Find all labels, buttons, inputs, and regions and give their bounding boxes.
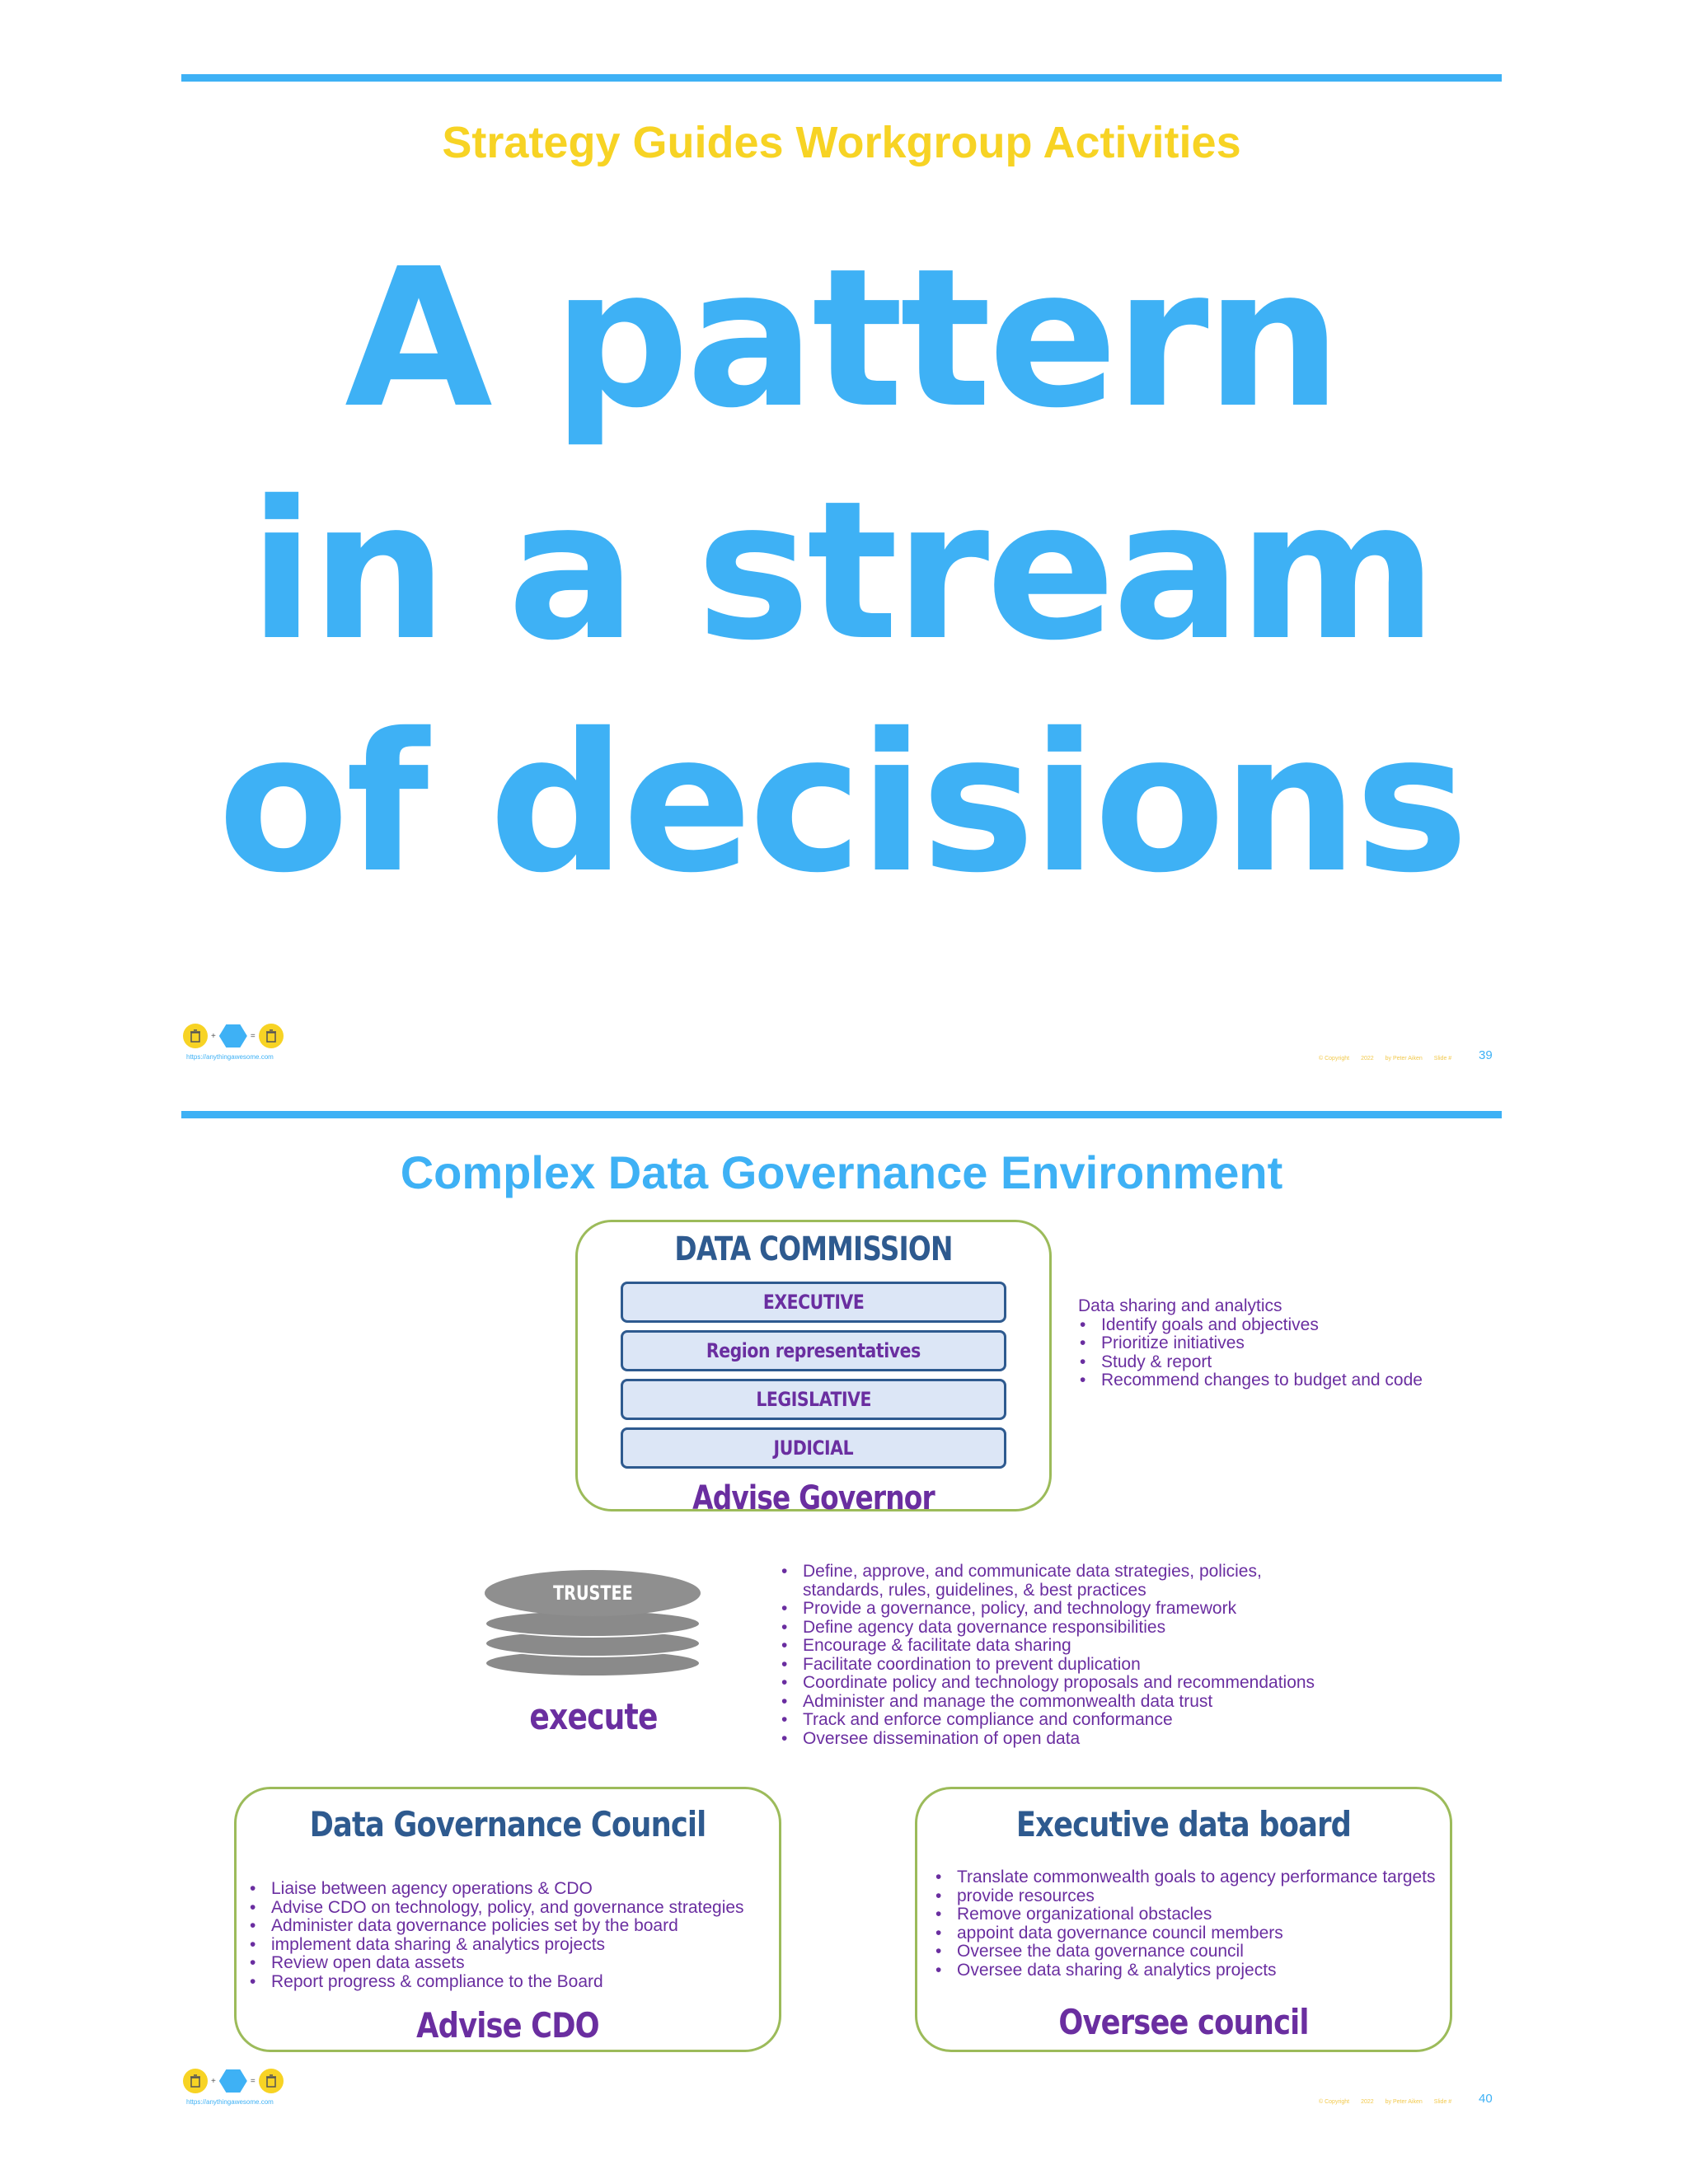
slide2-page-number: 40 bbox=[1479, 2092, 1493, 2106]
board-list: Translate commonwealth goals to agency p… bbox=[934, 1868, 1453, 1980]
copyright-author: by Peter Aiken bbox=[1385, 1056, 1423, 1062]
database-top: TRUSTEE bbox=[485, 1570, 701, 1616]
trash-can-icon bbox=[183, 2069, 208, 2093]
branch-legislative: LEGISLATIVE bbox=[621, 1379, 1006, 1420]
list-item: provide resources bbox=[934, 1886, 1453, 1906]
list-item: Track and enforce compliance and conform… bbox=[780, 1710, 1357, 1730]
commission-notes-heading: Data sharing and analytics bbox=[1078, 1296, 1282, 1315]
execute-label: execute bbox=[529, 1696, 658, 1738]
advise-cdo-label: Advise CDO bbox=[416, 2005, 599, 2046]
list-item: Oversee dissemination of open data bbox=[780, 1729, 1357, 1749]
council-title: Data Governance Council bbox=[309, 1804, 707, 1844]
trash-can-icon bbox=[258, 1024, 284, 1048]
branch-label: Region representatives bbox=[706, 1339, 921, 1362]
copyright-year: 2022 bbox=[1361, 1056, 1374, 1062]
list-item: Oversee data sharing & analytics project… bbox=[934, 1961, 1453, 1980]
list-item: Prioritize initiatives bbox=[1078, 1333, 1507, 1353]
equals-icon: = bbox=[250, 2076, 256, 2086]
copyright-text: © Copyright bbox=[1319, 2099, 1350, 2105]
headline-line-1: A pattern bbox=[345, 227, 1342, 450]
branch-region-representatives: Region representatives bbox=[621, 1330, 1006, 1371]
slide1-page-number: 39 bbox=[1479, 1048, 1493, 1062]
slide1-headline: A pattern in a stream of decisions bbox=[181, 223, 1502, 920]
hexagon-icon bbox=[218, 2069, 247, 2093]
trustee-database-icon: TRUSTEE bbox=[485, 1570, 701, 1679]
commission-notes-list: Identify goals and objectives Prioritize… bbox=[1078, 1315, 1507, 1390]
slide2-footer-copyright: © Copyright 2022 by Peter Aiken Slide # bbox=[1319, 2099, 1451, 2105]
list-item: Translate commonwealth goals to agency p… bbox=[934, 1868, 1453, 1887]
copyright-year: 2022 bbox=[1361, 2099, 1374, 2105]
hexagon-icon bbox=[218, 1024, 247, 1047]
executive-data-board-panel: Executive data board Translate commonwea… bbox=[915, 1787, 1452, 2052]
copyright-text: © Copyright bbox=[1319, 1056, 1350, 1062]
slide-label: Slide # bbox=[1433, 1056, 1452, 1062]
list-item: Study & report bbox=[1078, 1352, 1507, 1372]
list-item: Facilitate coordination to prevent dupli… bbox=[780, 1655, 1357, 1675]
slide-label: Slide # bbox=[1433, 2099, 1452, 2105]
list-item: Define agency data governance responsibi… bbox=[780, 1618, 1357, 1638]
list-item: Advise CDO on technology, policy, and go… bbox=[248, 1898, 776, 1918]
slide2-top-rule bbox=[181, 1111, 1502, 1118]
list-item: Oversee the data governance council bbox=[934, 1942, 1453, 1961]
commission-notes: Data sharing and analytics Identify goal… bbox=[1078, 1296, 1507, 1390]
plus-icon: + bbox=[211, 2076, 216, 2086]
list-item: Encourage & facilitate data sharing bbox=[780, 1636, 1357, 1656]
data-commission-panel: DATA COMMISSION EXECUTIVE Region represe… bbox=[575, 1220, 1052, 1517]
board-title: Executive data board bbox=[1015, 1804, 1352, 1844]
slide1-footer-logo: + = bbox=[183, 1022, 284, 1050]
board-list-block: Translate commonwealth goals to agency p… bbox=[934, 1868, 1453, 1980]
plus-icon: + bbox=[211, 1031, 216, 1041]
branch-label: EXECUTIVE bbox=[762, 1291, 865, 1314]
slide1-footer-url[interactable]: https://anythingawesome.com bbox=[186, 1053, 274, 1061]
list-item: Administer data governance policies set … bbox=[248, 1916, 776, 1936]
slide1-footer-copyright: © Copyright 2022 by Peter Aiken Slide # bbox=[1319, 1056, 1451, 1062]
trash-can-icon bbox=[258, 2069, 284, 2093]
data-commission-title: DATA COMMISSION bbox=[674, 1230, 953, 1268]
list-item: Identify goals and objectives bbox=[1078, 1315, 1507, 1335]
list-item: Remove organizational obstacles bbox=[934, 1905, 1453, 1924]
equals-icon: = bbox=[250, 1031, 256, 1041]
branch-label: JUDICIAL bbox=[773, 1436, 854, 1460]
list-item: Define, approve, and communicate data st… bbox=[780, 1562, 1274, 1600]
slide2-footer-logo: + = bbox=[183, 2067, 284, 2095]
slide1-title: Strategy Guides Workgroup Activities bbox=[442, 118, 1241, 167]
list-item: Provide a governance, policy, and techno… bbox=[780, 1599, 1357, 1619]
slide2-title: Complex Data Governance Environment bbox=[400, 1146, 1283, 1198]
council-list: Liaise between agency operations & CDO A… bbox=[248, 1879, 776, 1992]
list-item: Report progress & compliance to the Boar… bbox=[248, 1972, 776, 1992]
copyright-author: by Peter Aiken bbox=[1385, 2099, 1423, 2105]
list-item: implement data sharing & analytics proje… bbox=[248, 1935, 776, 1955]
headline-line-3: of decisions bbox=[218, 692, 1469, 915]
list-item: Recommend changes to budget and code bbox=[1078, 1371, 1507, 1390]
trash-can-icon bbox=[183, 1024, 208, 1048]
list-item: appoint data governance council members bbox=[934, 1924, 1453, 1943]
advise-governor-label: Advise Governor bbox=[692, 1479, 935, 1517]
trustee-responsibilities: Define, approve, and communicate data st… bbox=[780, 1562, 1357, 1749]
slide2-footer-url[interactable]: https://anythingawesome.com bbox=[186, 2098, 274, 2106]
branch-judicial: JUDICIAL bbox=[621, 1427, 1006, 1469]
headline-line-2: in a stream bbox=[249, 460, 1437, 682]
oversee-council-label: Oversee council bbox=[1058, 2002, 1309, 2042]
slide1-top-rule bbox=[181, 74, 1502, 82]
list-item: Liaise between agency operations & CDO bbox=[248, 1879, 776, 1899]
list-item: Coordinate policy and technology proposa… bbox=[780, 1673, 1357, 1693]
data-governance-council-panel: Data Governance Council Liaise between a… bbox=[234, 1787, 781, 2052]
branch-label: LEGISLATIVE bbox=[756, 1388, 871, 1411]
branch-executive: EXECUTIVE bbox=[621, 1282, 1006, 1323]
list-item: Administer and manage the commonwealth d… bbox=[780, 1692, 1357, 1712]
trustee-list: Define, approve, and communicate data st… bbox=[780, 1562, 1357, 1749]
list-item: Review open data assets bbox=[248, 1953, 776, 1973]
trustee-label: TRUSTEE bbox=[552, 1582, 633, 1605]
council-list-block: Liaise between agency operations & CDO A… bbox=[248, 1879, 776, 1992]
